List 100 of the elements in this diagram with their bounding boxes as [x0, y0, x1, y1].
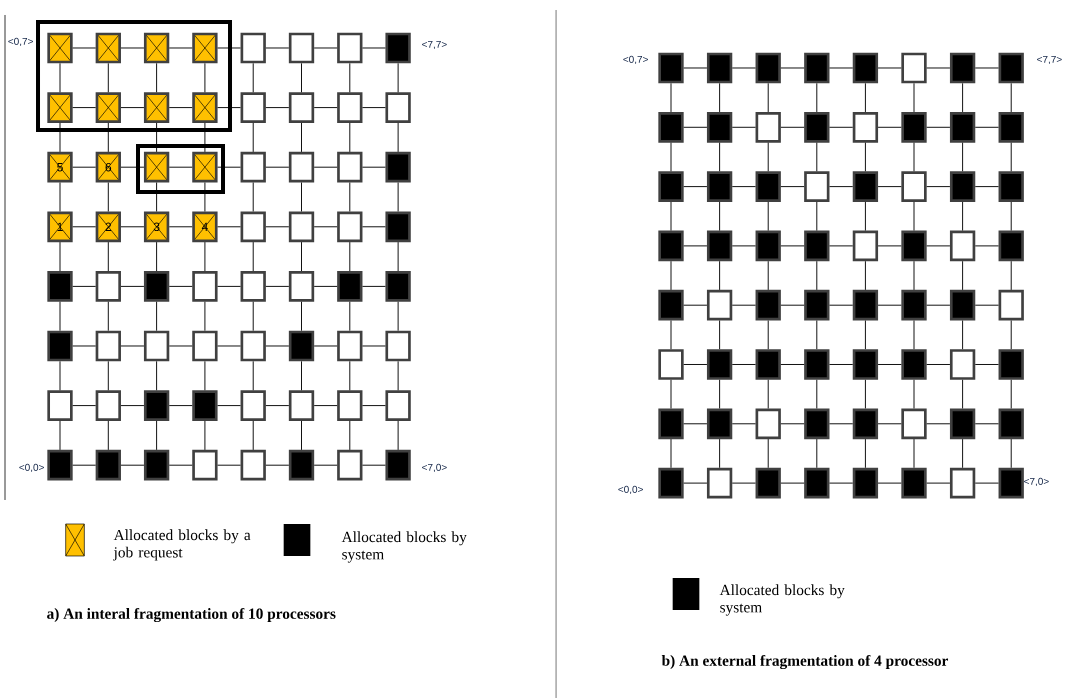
link-line — [168, 285, 193, 287]
link-line — [301, 241, 302, 272]
link-line — [252, 301, 254, 332]
processor-box — [385, 92, 411, 123]
processor-box — [240, 271, 266, 302]
link-line — [217, 405, 241, 407]
link-line — [72, 166, 97, 168]
link-line — [816, 82, 818, 113]
link-line — [59, 420, 61, 451]
link-line — [72, 226, 97, 228]
processor-box — [192, 330, 218, 362]
caption: a) An interal fragmentation of 10 processors — [47, 607, 336, 623]
processor-box — [949, 349, 976, 380]
processor-box — [998, 289, 1024, 321]
caption: b) An external fragmentation of 4 processor — [661, 654, 949, 670]
processor-box — [998, 111, 1024, 143]
link-line — [301, 420, 302, 451]
link-line — [265, 166, 290, 168]
link-line — [349, 182, 351, 212]
link-line — [107, 182, 109, 212]
link-line — [217, 107, 241, 109]
processor-box — [852, 111, 879, 143]
link-line — [670, 320, 672, 350]
processor-box — [337, 330, 363, 362]
link-line — [877, 186, 902, 188]
processor-box — [852, 230, 879, 262]
link-line — [767, 379, 769, 409]
link-line — [1010, 201, 1012, 232]
link-line — [864, 82, 866, 113]
processor-box — [288, 92, 315, 123]
processor-box — [143, 92, 170, 123]
link-line — [683, 304, 708, 306]
link-line — [349, 241, 351, 272]
link-line — [864, 320, 866, 350]
processor-box — [804, 289, 830, 321]
link-line — [59, 182, 61, 212]
link-line — [156, 420, 158, 451]
processor-box — [240, 32, 266, 64]
link-line — [107, 62, 109, 93]
link-line — [829, 482, 854, 484]
coordinate-label: <7,7> — [422, 40, 447, 50]
link-line — [156, 360, 158, 391]
link-line — [313, 166, 338, 168]
link-line — [829, 304, 854, 306]
link-line — [816, 379, 818, 409]
processor-box — [755, 111, 781, 143]
link-line — [397, 420, 399, 451]
processor-box — [95, 92, 121, 123]
processor-box — [852, 289, 879, 321]
legend-text: Allocated blocks by a job request — [113, 529, 251, 561]
processor-box — [852, 467, 879, 499]
link-line — [362, 405, 386, 407]
processor-box — [47, 92, 73, 123]
processor-box — [852, 408, 879, 440]
link-line — [780, 186, 805, 188]
link-line — [864, 438, 866, 469]
link-line — [780, 126, 805, 128]
link-line — [962, 438, 964, 469]
processor-box — [998, 230, 1024, 262]
link-line — [864, 142, 866, 172]
link-line — [913, 438, 915, 469]
link-line — [731, 423, 756, 425]
link-line — [731, 67, 756, 69]
processor-box — [658, 111, 684, 143]
link-line — [974, 482, 999, 484]
link-line — [168, 226, 193, 228]
link-line — [962, 320, 964, 350]
link-line — [204, 62, 206, 93]
link-line — [107, 420, 109, 451]
processor-box — [949, 52, 976, 84]
link-line — [864, 379, 866, 409]
link-line — [829, 245, 854, 247]
processor-box — [288, 271, 315, 302]
processor-box — [804, 230, 830, 262]
link-line — [683, 245, 708, 247]
link-line — [265, 107, 290, 109]
processor-box — [288, 449, 315, 481]
link-line — [1010, 82, 1012, 113]
link-line — [780, 423, 805, 425]
processor-box — [852, 171, 879, 202]
link-line — [829, 67, 854, 69]
processor-box — [949, 408, 976, 440]
link-line — [780, 364, 805, 365]
link-line — [217, 285, 241, 287]
link-line — [265, 405, 290, 407]
processor-box — [901, 289, 927, 321]
processor-box — [901, 171, 927, 202]
link-line — [926, 186, 951, 188]
processor-box — [949, 111, 976, 143]
processor-box — [755, 52, 781, 84]
link-line — [107, 360, 109, 391]
link-line — [1010, 320, 1012, 350]
link-line — [120, 166, 145, 168]
link-line — [719, 260, 721, 291]
link-line — [913, 379, 915, 409]
link-line — [168, 345, 193, 347]
processor-box — [385, 390, 411, 421]
processor-box: 6 — [95, 151, 121, 183]
link-line — [72, 464, 97, 466]
processor-box — [337, 151, 363, 183]
